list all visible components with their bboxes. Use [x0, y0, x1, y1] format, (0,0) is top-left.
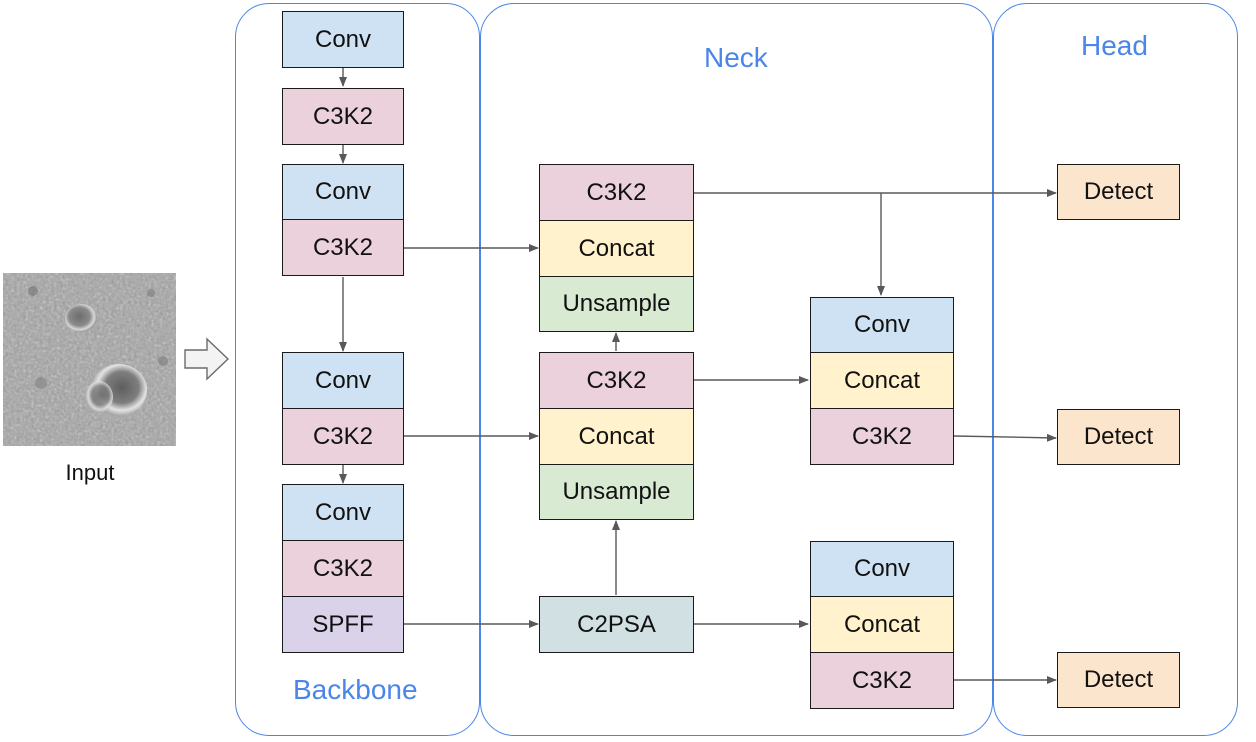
neck-concat-right-mid: Concat — [810, 352, 954, 409]
neck-concat-mid: Concat — [539, 408, 694, 465]
backbone-label: Backbone — [293, 674, 418, 705]
input-arrow-icon — [184, 337, 230, 381]
neck-label: Neck — [704, 42, 768, 73]
neck-c3k2-right-mid: C3K2 — [810, 408, 954, 465]
backbone-c3k2-2: C3K2 — [282, 219, 404, 276]
neck-c3k2-top: C3K2 — [539, 164, 694, 221]
head-detect-1: Detect — [1057, 164, 1180, 220]
neck-conv-mid: Conv — [810, 297, 954, 353]
input-image — [3, 273, 176, 446]
neck-c2psa: C2PSA — [539, 596, 694, 653]
backbone-conv-2: Conv — [282, 164, 404, 220]
backbone-conv-4: Conv — [282, 484, 404, 541]
backbone-conv-1: Conv — [282, 11, 404, 68]
backbone-conv-3: Conv — [282, 352, 404, 409]
neck-c3k2-mid: C3K2 — [539, 352, 694, 409]
neck-c3k2-bottom: C3K2 — [810, 652, 954, 709]
backbone-c3k2-3: C3K2 — [282, 408, 404, 465]
backbone-c3k2-1: C3K2 — [282, 88, 404, 145]
neck-conv-bottom: Conv — [810, 541, 954, 597]
head-detect-3: Detect — [1057, 652, 1180, 708]
neck-panel — [480, 3, 993, 736]
backbone-c3k2-4: C3K2 — [282, 540, 404, 597]
neck-concat-top: Concat — [539, 220, 694, 277]
head-panel — [993, 3, 1238, 736]
neck-unsample-top: Unsample — [539, 276, 694, 332]
head-detect-2: Detect — [1057, 409, 1180, 465]
backbone-panel — [235, 3, 480, 736]
head-label: Head — [1081, 30, 1148, 61]
neck-unsample-mid: Unsample — [539, 464, 694, 520]
input-label: Input — [65, 460, 115, 485]
neck-concat-bottom: Concat — [810, 596, 954, 653]
backbone-spff: SPFF — [282, 596, 404, 653]
